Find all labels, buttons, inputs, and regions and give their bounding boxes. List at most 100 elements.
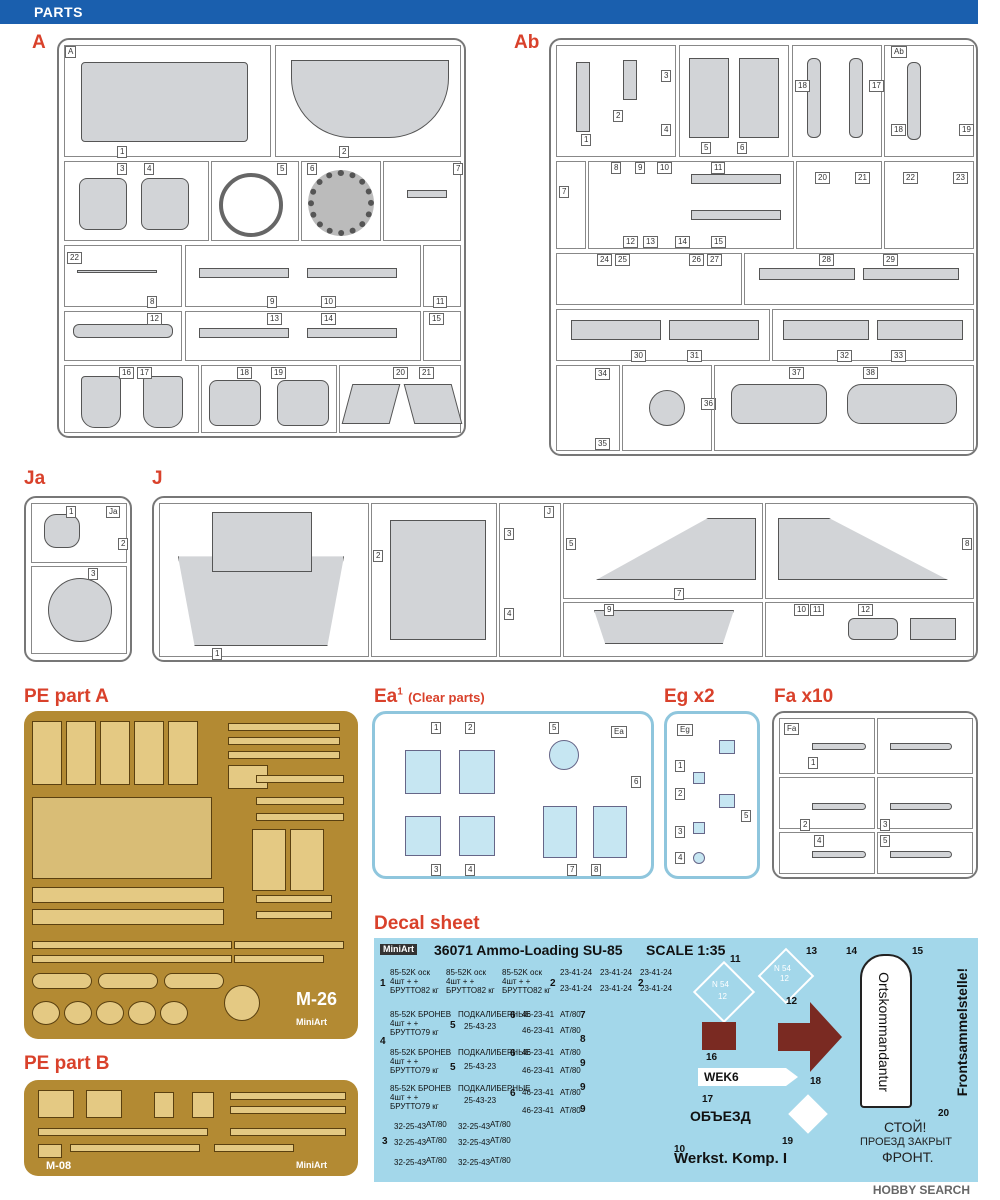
pe-part [38,1128,208,1136]
decal-at: AT/80 [560,1048,581,1057]
decal-stoi-2: ПРОЕЗД ЗАКРЫТ [860,1136,952,1148]
decal-number: 12 [786,996,798,1007]
decal-sign-obezd: ОБЪЕЗД [690,1108,751,1124]
pe-part [256,895,332,903]
pe-part [252,829,286,891]
part-number: 19 [959,124,974,136]
part-number: 10 [794,604,809,616]
decal-at: AT/80 [560,1026,581,1035]
fa-label: Fa x10 [774,686,834,707]
decal-number: 17 [702,1094,714,1105]
sprue-ab-part-5 [689,58,729,138]
part-number: 4 [465,864,476,876]
sprue-j-part-9 [594,610,734,644]
decal-number: 9 [580,1058,586,1069]
decal-diamond-top: N 54 [774,964,791,973]
decal-code: 23-41-24 [560,984,593,993]
sprue-ab-frame: Ab 1 2 3 4 5 6 18 17 18 19 7 8 9 10 11 1… [549,38,978,456]
fa-cell [877,832,973,874]
pe-part [224,985,260,1021]
pe-part [134,721,164,785]
part-number: 28 [819,254,834,266]
part-number: 22 [903,172,918,184]
pe-b-label: PE part B [24,1053,110,1074]
sprue-j-part-12 [848,618,898,640]
sprue-ab-cell [792,45,882,157]
part-number: 2 [675,788,686,800]
pe-part [64,1001,92,1025]
decal-number: 2 [638,978,644,989]
part-number: 35 [595,438,610,450]
part-number: 12 [147,313,162,325]
pe-part [38,1090,74,1118]
part-number: 13 [643,236,658,248]
part-number: 1 [117,146,128,158]
decal-number: 9 [580,1104,586,1115]
part-number: 3 [661,70,672,82]
sprue-ja-part-3 [48,578,112,642]
pe-part [32,721,62,785]
part-number: 4 [144,163,155,175]
decal-at: AT/80 [560,1066,581,1075]
decal-number: 9 [580,1082,586,1093]
sprue-ab-cell [556,161,586,249]
sprue-ab-cell [884,45,974,157]
decal-stencil: 4шт + + [390,1057,419,1066]
decal-code: 32-25-43 [458,1122,491,1131]
decal-stencil: 85-52K БРОНЕВ [390,1048,452,1057]
sprue-a-cell [201,365,337,433]
part-number: 18 [891,124,906,136]
part-number: 14 [321,313,336,325]
part-number: 27 [707,254,722,266]
decal-number: 2 [550,978,556,989]
part-number: 11 [810,604,825,616]
sprue-j-part-1-top [212,512,312,572]
pe-part [86,1090,122,1118]
sprue-a-tag: A [65,46,77,58]
pe-part [160,1001,188,1025]
fa-shell [812,851,866,858]
decal-stoi-3: ФРОНТ. [882,1149,934,1165]
decal-number: 20 [938,1108,950,1119]
sprue-j-cell [499,503,561,657]
sprue-a-part-13 [199,328,289,338]
pe-part [70,1144,200,1152]
sprue-j-cell [765,602,974,657]
sprue-ab-part-32 [783,320,869,340]
pe-b-brand: MiniArt [296,1160,327,1170]
sprue-ab-part-17 [807,58,821,138]
decal-number: 13 [806,946,818,957]
part-number: 23 [953,172,968,184]
ea-label-main: Ea [374,686,398,707]
pe-part [192,1092,214,1118]
sprue-j-part-12b [910,618,956,640]
pe-part [96,1001,124,1025]
part-number: 12 [623,236,638,248]
pe-part [214,1144,294,1152]
sprue-ja-tag: Ja [106,506,121,518]
eg-tag: Eg [677,724,693,736]
decal-stencil: БРУТТО79 кг [390,1066,439,1075]
part-number: 2 [373,550,384,562]
sprue-ab-part-18 [849,58,863,138]
fa-cell [877,777,973,829]
pe-a-code: M-26 [296,989,338,1009]
pe-part [66,721,96,785]
part-number: 7 [559,186,570,198]
decal-code: 46-23-41 [522,1088,555,1097]
decal-number: 5 [450,1020,456,1031]
pe-part [228,737,340,745]
part-number: 11 [711,162,726,174]
part-number: 8 [591,864,602,876]
ea-pane-3 [405,816,441,856]
parts-header-title: PARTS [34,4,83,20]
sprue-ab-tag: Ab [891,46,907,58]
part-number: 1 [808,757,819,769]
part-number: 7 [674,588,685,600]
part-number: 5 [880,835,891,847]
pe-part [32,1001,60,1025]
decal-sign-wek [698,1068,798,1086]
decal-number: 10 [674,1144,686,1155]
part-number: 17 [137,367,152,379]
sprue-ab-label: Ab [514,32,540,53]
